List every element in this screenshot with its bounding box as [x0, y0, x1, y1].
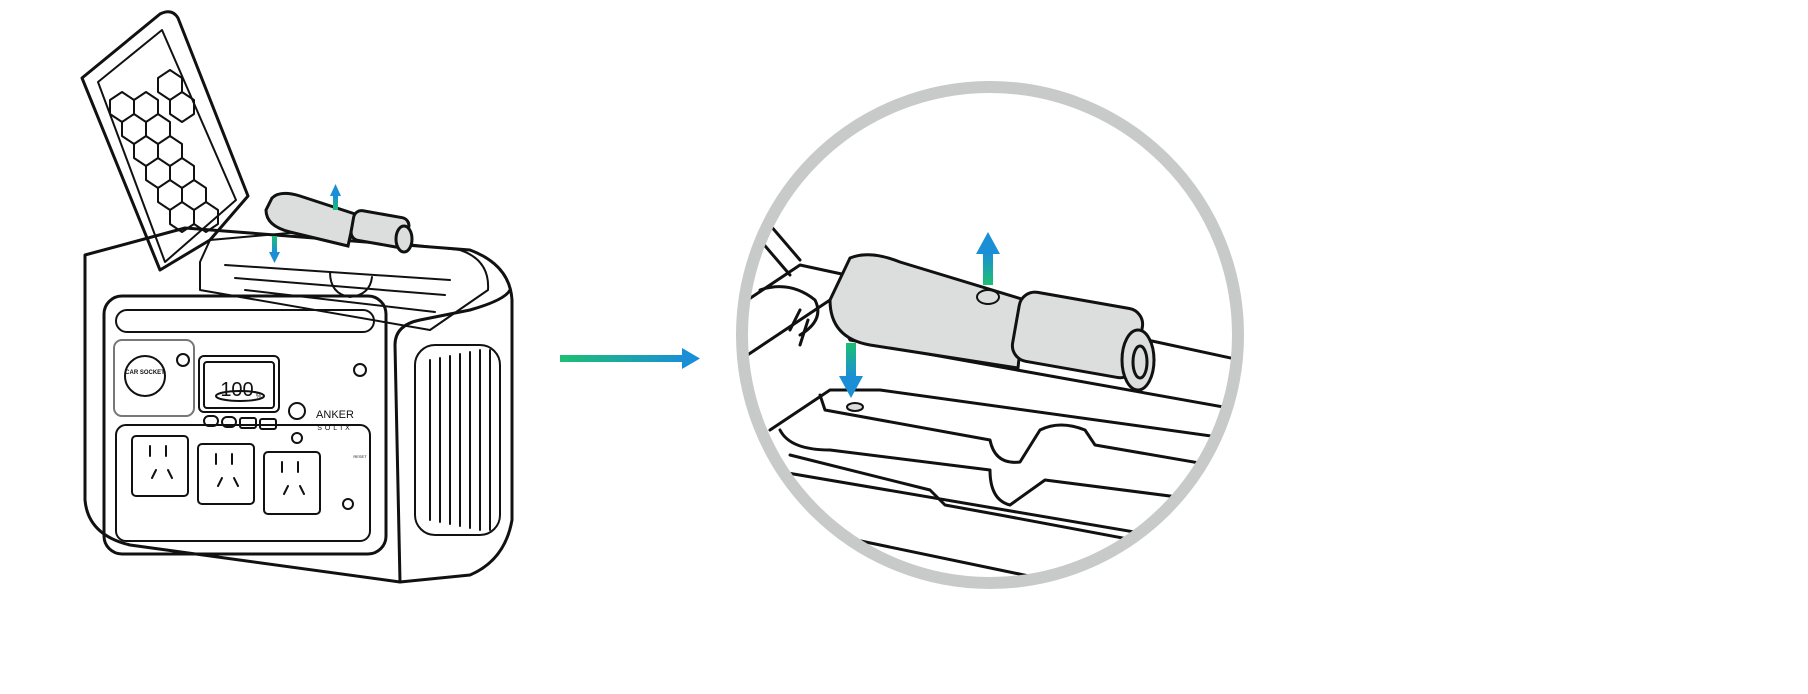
car-socket [124, 355, 166, 397]
brand-sub: SOLIX [317, 425, 353, 432]
lift-arrow [983, 253, 993, 285]
battery-percentage: 100 [220, 379, 253, 401]
direction-arrow [560, 348, 700, 369]
magnifier-ring [736, 81, 1244, 589]
press-arrow-small [272, 236, 277, 252]
car-socket-label: CAR SOCKET [125, 370, 165, 376]
front-panel [102, 294, 388, 556]
release-button [846, 402, 864, 412]
handle-cavity [224, 264, 451, 313]
handle-tool [264, 191, 357, 248]
usb-ports [203, 415, 277, 430]
lcd-display [198, 355, 280, 413]
brand-name: ANKER [316, 409, 354, 421]
reset-label: RESET [353, 454, 367, 459]
power-button [288, 402, 306, 420]
ac-outlets [131, 435, 321, 515]
handle-tool-magnified [828, 253, 1027, 370]
lift-arrow-small [333, 196, 338, 210]
power-led [353, 363, 367, 377]
device-body [83, 226, 514, 584]
magnified-view [736, 81, 1244, 589]
honeycomb-pattern [109, 69, 219, 233]
ac-outlet-panel [115, 424, 371, 542]
open-lid [80, 10, 250, 272]
power-station: CAR SOCKET 100 % ANKER SOLIX RESET [80, 10, 514, 584]
press-arrow [846, 343, 856, 377]
car-socket-button [176, 353, 190, 367]
ac-button [291, 432, 303, 444]
battery-unit: % [256, 394, 262, 400]
side-vents [414, 344, 501, 536]
